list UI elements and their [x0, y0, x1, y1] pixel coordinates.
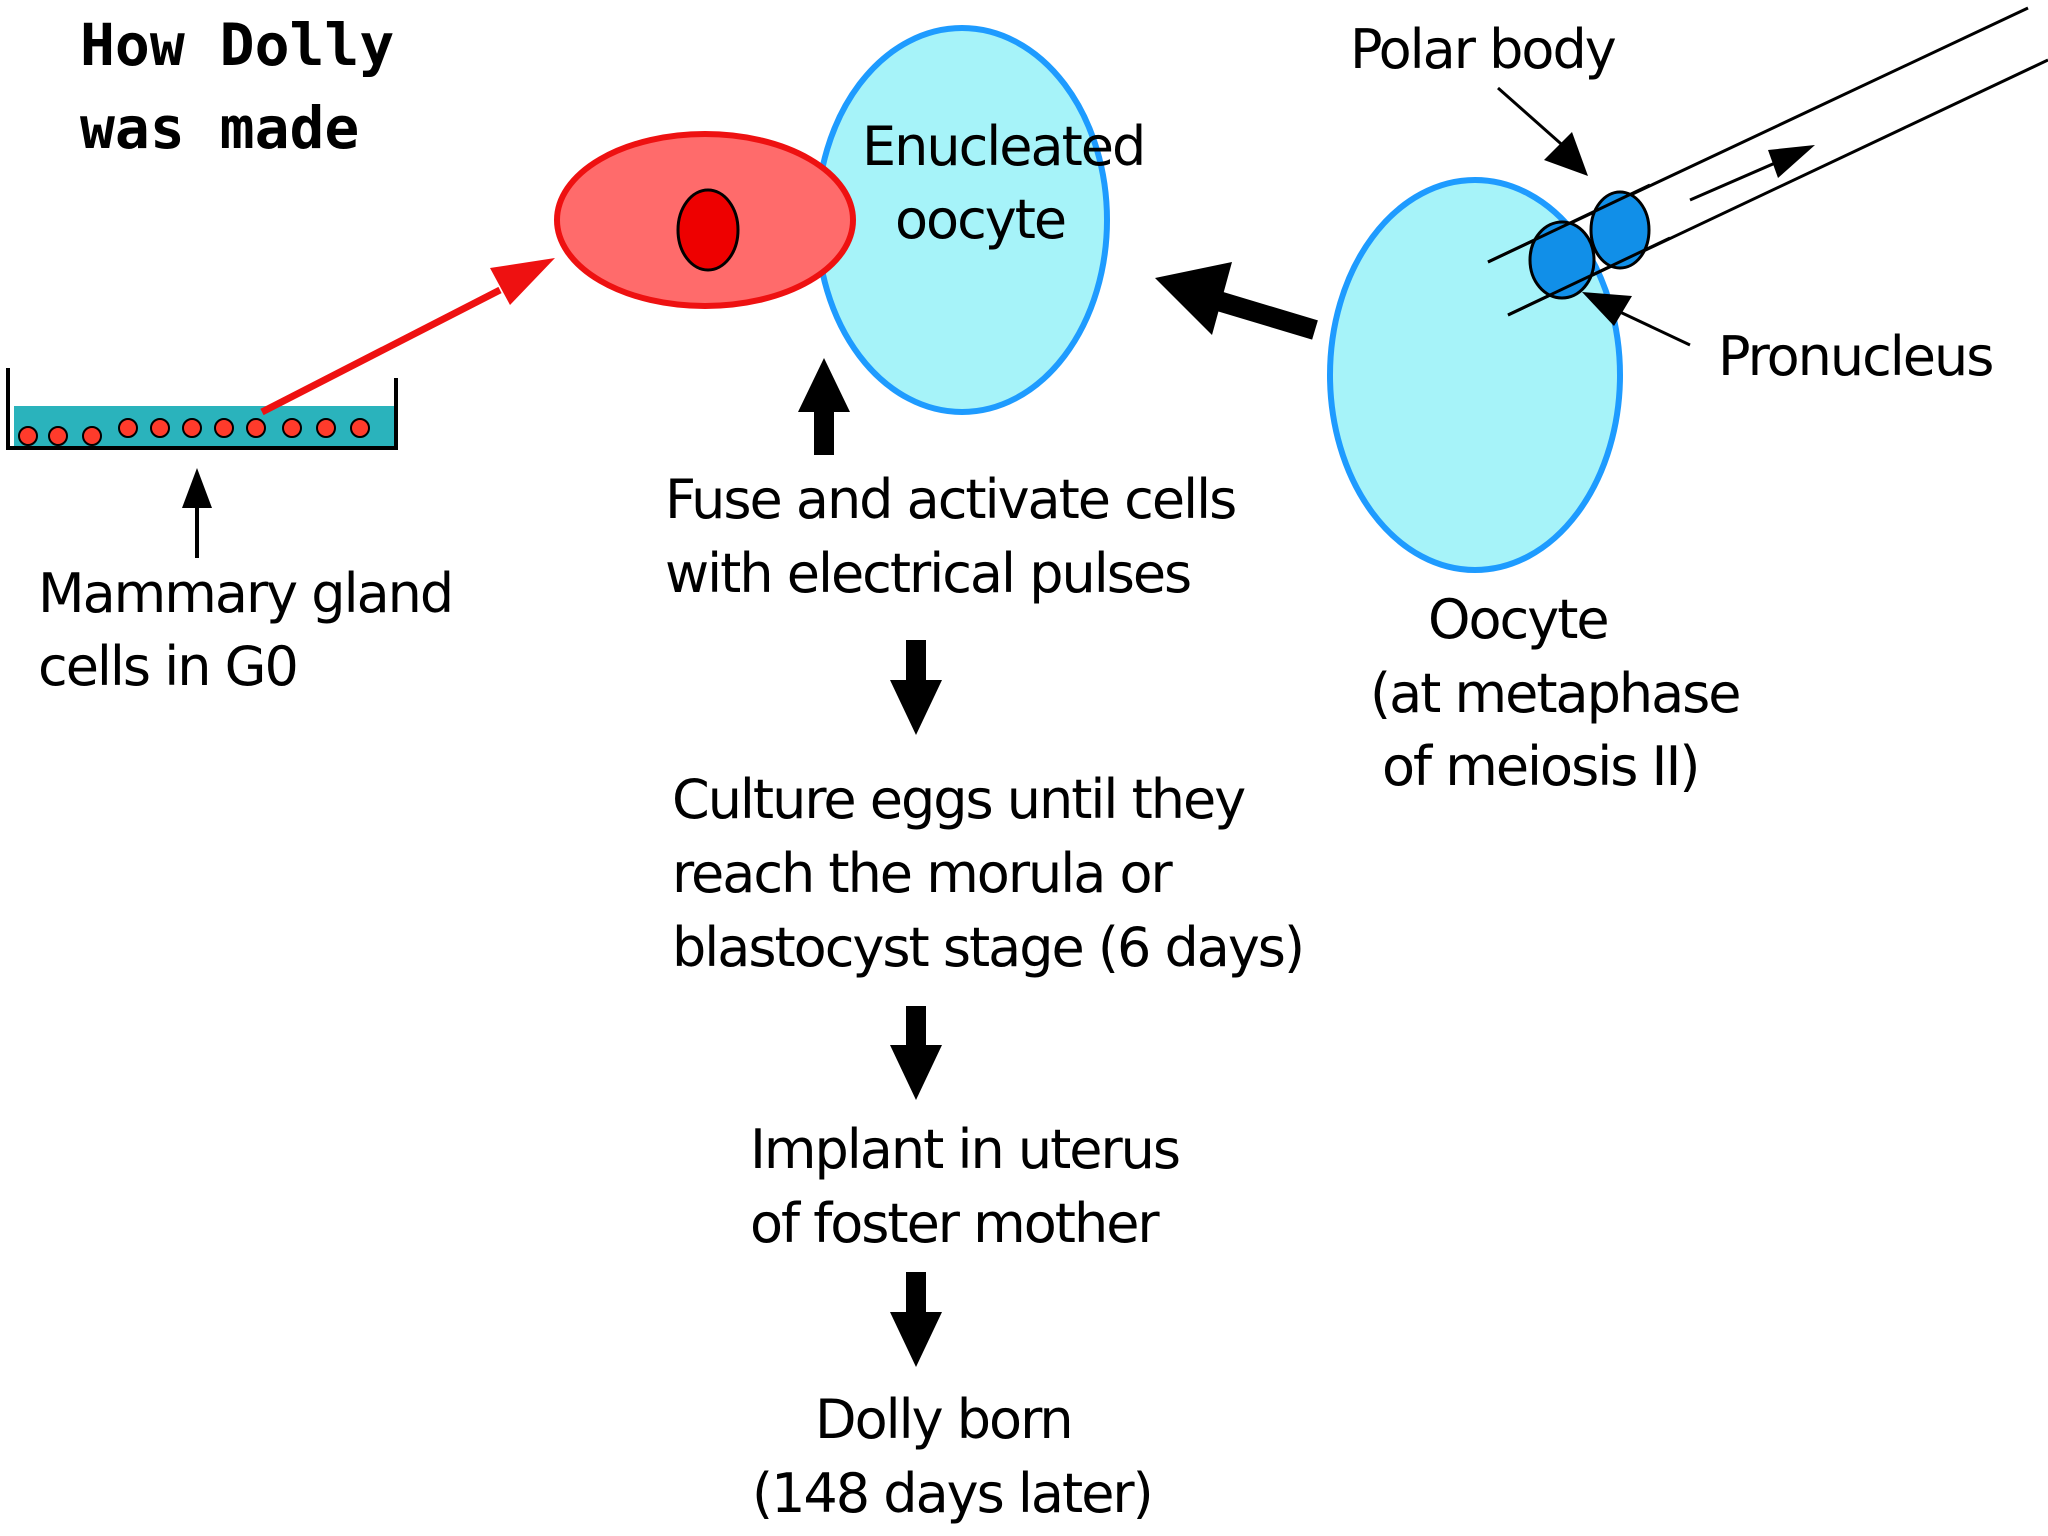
dish-cell — [350, 418, 370, 438]
down-arrow-3 — [890, 1272, 942, 1367]
implant-label-line1: Implant in uterus — [750, 1118, 1179, 1181]
culture-dish-icon — [6, 368, 398, 450]
fuse-up-arrow — [798, 358, 850, 455]
dish-cell — [18, 426, 38, 446]
mammary-label-line1: Mammary gland — [38, 562, 452, 625]
donor-nucleus — [676, 188, 740, 272]
dish-cell — [150, 418, 170, 438]
dish-cell — [316, 418, 336, 438]
dish-cell — [118, 418, 138, 438]
red-arrow-shaft — [260, 286, 502, 416]
red-arrow-head — [490, 258, 555, 305]
dish-cell — [82, 426, 102, 446]
dolly-label-line2: (148 days later) — [752, 1462, 1152, 1525]
down-arrow-1 — [890, 640, 942, 735]
culture-label-line1: Culture eggs until they — [672, 768, 1245, 831]
dish-cells — [18, 418, 370, 446]
pronucleus-pointer — [1582, 292, 1691, 347]
pronucleus-circle — [1528, 220, 1596, 300]
diagram-title-line2: was made — [80, 94, 359, 162]
oocyte-label-line2: (at metaphase — [1370, 662, 1740, 725]
dish-cell — [282, 418, 302, 438]
thick-black-arrow — [1155, 262, 1318, 340]
dolly-label-line1: Dolly born — [815, 1388, 1072, 1451]
culture-label-line3: blastocyst stage (6 days) — [672, 916, 1303, 979]
pronucleus-and-polar-body — [1487, 183, 1671, 317]
dish-cell — [214, 418, 234, 438]
polar-body-label: Polar body — [1350, 18, 1616, 81]
donor-cell — [554, 131, 856, 309]
down-arrow-2 — [890, 1006, 942, 1100]
oocyte-label-line1: Oocyte — [1428, 588, 1608, 651]
red-arrow — [260, 258, 555, 416]
fuse-label-line2: with electrical pulses — [665, 542, 1190, 605]
culture-label-line2: reach the morula or — [672, 842, 1174, 905]
polar-body-pointer — [1497, 86, 1588, 176]
oocyte-label-line3: of meiosis II) — [1382, 735, 1698, 798]
mammary-up-arrow — [182, 468, 212, 558]
mammary-label-line2: cells in G0 — [38, 635, 297, 698]
fuse-label-line1: Fuse and activate cells — [665, 468, 1235, 531]
dish-cell — [182, 418, 202, 438]
pronucleus-label: Pronucleus — [1718, 325, 1992, 388]
dish-medium — [14, 406, 394, 446]
implant-label-line2: of foster mother — [750, 1192, 1160, 1255]
dish-cell — [48, 426, 68, 446]
polar-body-circle — [1589, 190, 1651, 270]
diagram-title-line1: How Dolly — [80, 11, 394, 79]
dish-outline — [6, 368, 398, 450]
enucleated-label-line2: oocyte — [895, 188, 1065, 251]
dish-cell — [246, 418, 266, 438]
enucleated-label-line1: Enucleated — [862, 115, 1144, 178]
